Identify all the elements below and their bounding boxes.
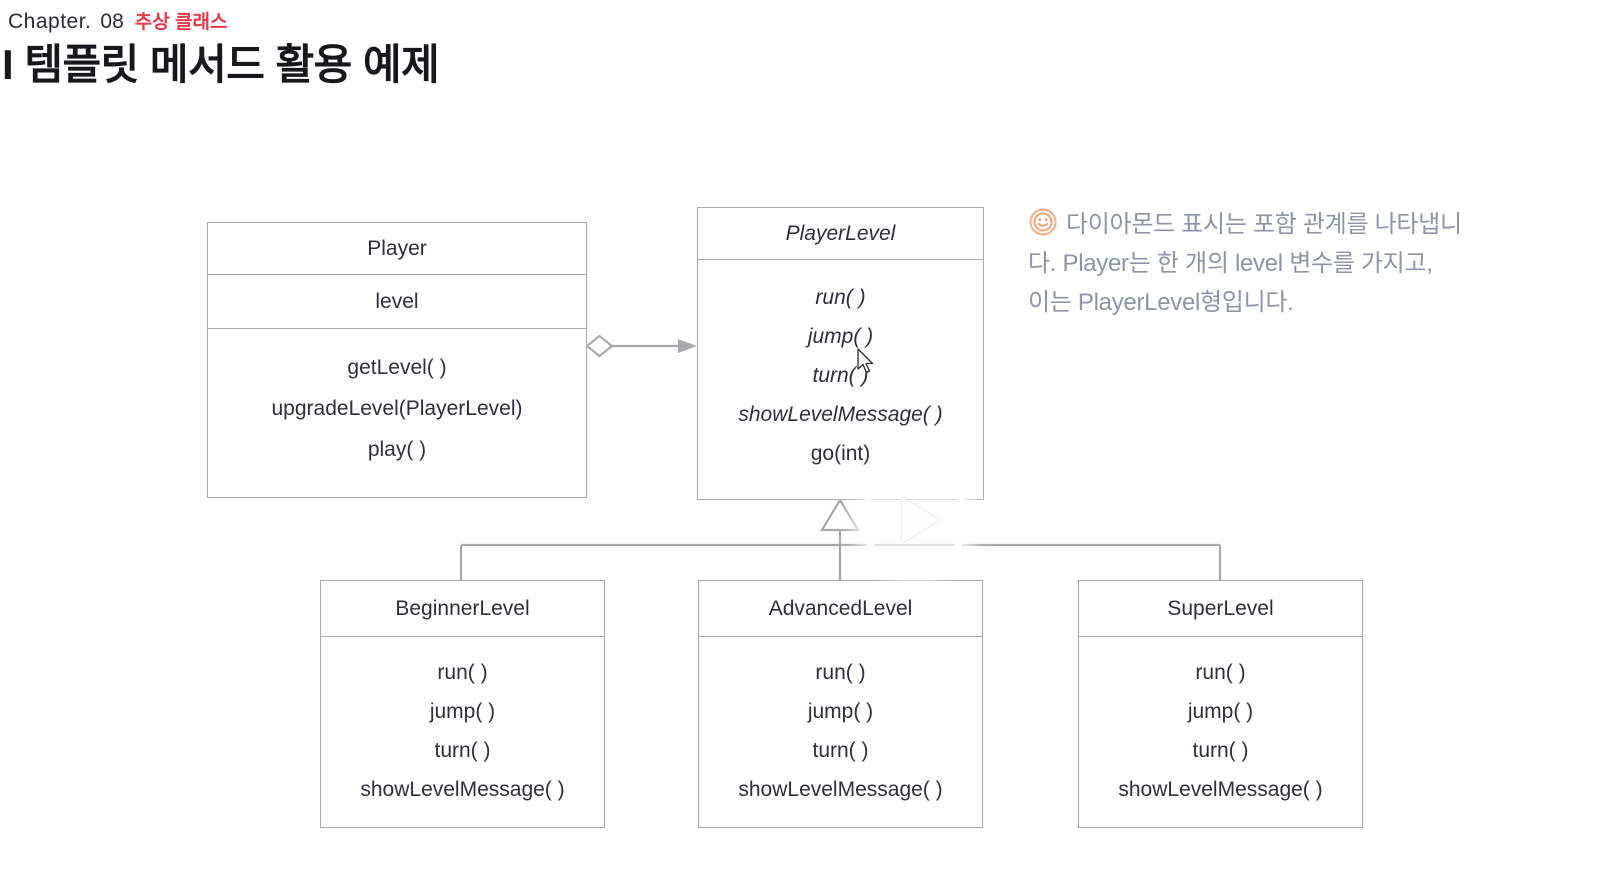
operation: jump( ) [807,700,874,723]
annotation-note: 다이아몬드 표시는 포함 관계를 나타냅니 다. Player는 한 개의 le… [1028,205,1528,322]
operation: turn( ) [1192,739,1249,762]
operation: showLevelMessage( ) [360,778,565,801]
class-name: AdvancedLevel [699,581,982,637]
operation: go(int) [810,442,871,465]
operation: run( ) [815,286,866,309]
hollow-triangle-icon [820,497,860,532]
operation: run( ) [1195,661,1246,684]
operation: showLevelMessage( ) [738,778,943,801]
operation: turn( ) [812,364,869,387]
play-button-ring [861,466,968,573]
play-button[interactable] [861,466,968,573]
class-operations: run( ) jump( ) turn( ) showLevelMessage(… [698,260,983,499]
aggregation-connector [585,334,697,358]
class-operations: getLevel( ) upgradeLevel(PlayerLevel) pl… [208,329,586,497]
chapter-number: 08 [100,10,124,33]
class-operations: run( ) jump( ) turn( ) showLevelMessage(… [321,637,604,827]
operation: showLevelMessage( ) [738,403,943,426]
operation: turn( ) [812,739,869,762]
uml-class-advancedlevel[interactable]: AdvancedLevel run( ) jump( ) turn( ) sho… [698,580,983,828]
note-line-3: 이는 PlayerLevel형입니다. [1028,289,1294,316]
operation: play( ) [367,438,427,461]
class-operations: run( ) jump( ) turn( ) showLevelMessage(… [699,637,982,827]
operation: jump( ) [429,700,496,723]
uml-class-superlevel[interactable]: SuperLevel run( ) jump( ) turn( ) showLe… [1078,580,1363,828]
operation: jump( ) [1187,700,1254,723]
operation: turn( ) [434,739,491,762]
operation: upgradeLevel(PlayerLevel) [271,397,523,420]
play-icon [902,496,939,543]
uml-class-player[interactable]: Player level getLevel( ) upgradeLevel(Pl… [207,222,587,498]
class-name: Player [208,223,586,275]
class-name: SuperLevel [1079,581,1362,637]
note-line-1-row: 다이아몬드 표시는 포함 관계를 나타냅니 [1028,205,1528,244]
hollow-diamond-icon [585,334,614,358]
uml-class-beginnerlevel[interactable]: BeginnerLevel run( ) jump( ) turn( ) sho… [320,580,605,828]
uml-class-playerlevel[interactable]: PlayerLevel run( ) jump( ) turn( ) showL… [697,207,984,500]
operation: run( ) [437,661,488,684]
chapter-topic: 추상 클래스 [134,12,228,33]
class-attribute: level [208,275,586,329]
open-arrow-icon [678,339,697,353]
class-name: PlayerLevel [698,208,983,260]
page-title: I 템플릿 메서드 활용 예제 [2,41,440,88]
smiley-face-icon [1028,207,1058,237]
chapter-line: Chapter. 08 추상 클래스 [8,11,227,32]
operation: run( ) [815,661,866,684]
operation: showLevelMessage( ) [1118,778,1323,801]
operation: jump( ) [807,325,874,348]
note-line-1: 다이아몬드 표시는 포함 관계를 나타냅니 [1066,211,1462,238]
operation: getLevel( ) [347,356,447,379]
class-operations: run( ) jump( ) turn( ) showLevelMessage(… [1079,637,1362,827]
chapter-label: Chapter. [8,10,92,33]
class-name: BeginnerLevel [321,581,604,637]
note-line-2: 다. Player는 한 개의 level 변수를 가지고, [1028,250,1433,277]
generalization-connector [459,497,1222,580]
